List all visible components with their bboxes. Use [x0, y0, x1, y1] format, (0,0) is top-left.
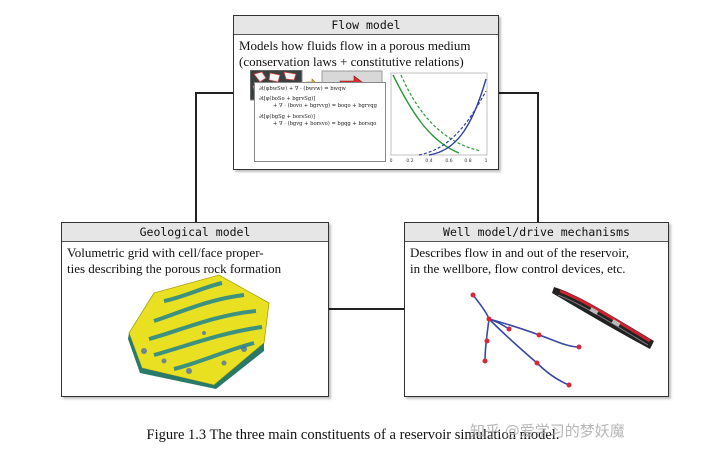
connector-top-right-vertical	[537, 92, 539, 222]
plot-tick-4: 0.8	[464, 158, 471, 164]
well-model-description-line1: Describes flow in and out of the reservo…	[410, 245, 629, 260]
well-model-box: Well model/drive mechanisms Describes fl…	[404, 222, 669, 397]
well-trajectory-illustration	[470, 292, 582, 388]
equation-2b: + ∇ · (bovo + bgrvvg) = boqo + bgrvqg	[273, 103, 377, 110]
connector-bottom-horizontal	[328, 308, 405, 310]
geological-model-description-line2: ties describing the porous rock formatio…	[67, 261, 282, 276]
watermark: 知乎 @爱学习的梦妖魔	[470, 422, 625, 440]
flow-model-description-line1: Models how fluids flow in a porous mediu…	[239, 38, 471, 53]
well-model-description-line2: in the wellbore, flow control devices, e…	[410, 261, 626, 276]
connector-top-left-vertical	[195, 92, 197, 222]
geological-model-box: Geological model Volumetric grid with ce…	[61, 222, 329, 397]
well-model-description: Describes flow in and out of the reservo…	[405, 242, 668, 277]
flow-model-box: Flow model Models how fluids flow in a p…	[233, 15, 499, 170]
plot-tick-0: 0	[390, 158, 393, 164]
plot-tick-1: 0.2	[406, 158, 413, 164]
well-model-title: Well model/drive mechanisms	[405, 223, 668, 242]
geological-model-description: Volumetric grid with cell/face proper- t…	[62, 242, 328, 277]
equation-1: ∂t(φbwSw) + ∇ · (bwvw) = bwqw	[259, 86, 346, 92]
connector-top-right-horizontal	[499, 92, 539, 94]
flow-control-device-illustration	[552, 287, 654, 349]
equation-3b: + ∇ · (bgvg + borsvo) = bgqg + borsqo	[273, 120, 377, 127]
flow-model-title: Flow model	[234, 16, 498, 35]
geological-model-title: Geological model	[62, 223, 328, 242]
figure-caption: Figure 1.3 The three main constituents o…	[146, 427, 560, 443]
relative-permeability-plot: 0 0.2 0.4 0.6 0.8 1	[390, 72, 488, 164]
equation-3a: ∂t[φ(bgSg + borsSo)]	[259, 113, 315, 120]
flow-model-description-line2: (conservation laws + constitutive relati…	[239, 54, 464, 69]
plot-tick-5: 1	[485, 158, 488, 164]
geological-model-description-line1: Volumetric grid with cell/face proper-	[67, 245, 264, 260]
equation-panel: ∂t(φbwSw) + ∇ · (bwvw) = bwqw ∂t[φ(boSo …	[254, 82, 386, 162]
connector-top-left-horizontal	[195, 92, 235, 94]
equation-2a: ∂t[φ(boSo + bgrvSg)]	[259, 96, 316, 103]
geological-grid-illustration	[128, 274, 270, 389]
flow-model-description: Models how fluids flow in a porous mediu…	[234, 35, 498, 70]
plot-tick-3: 0.6	[445, 158, 452, 164]
plot-tick-2: 0.4	[425, 158, 432, 164]
